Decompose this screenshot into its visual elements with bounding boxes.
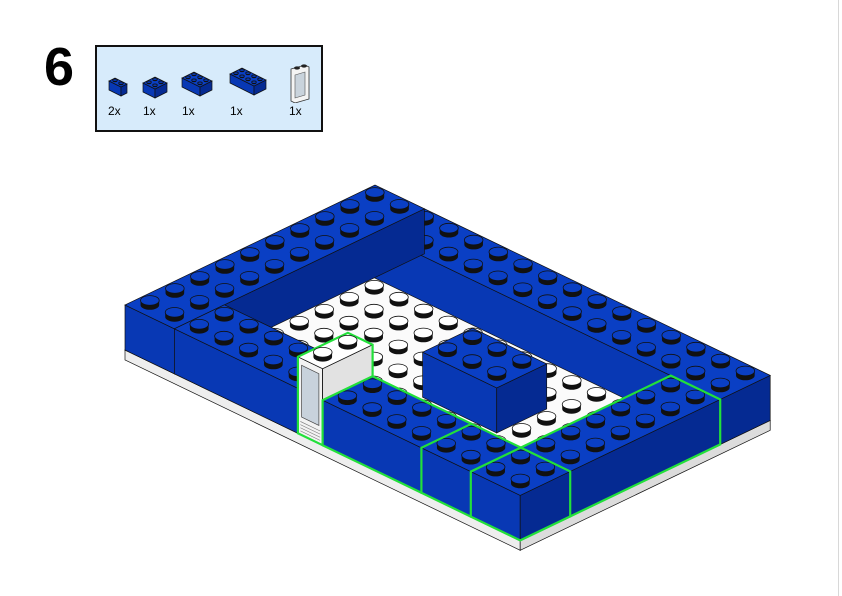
part-quantity: 1x <box>230 104 243 118</box>
brick-1x2-blue-icon <box>107 77 137 103</box>
page-edge-divider <box>838 0 839 596</box>
brick-2x3-blue-icon <box>180 69 228 103</box>
new-piece-highlight <box>469 446 572 542</box>
parts-list-callout: 2x 1x 1x 1x 1x <box>95 45 323 132</box>
brick-2x4-blue-icon <box>228 65 284 103</box>
step-number: 6 <box>44 37 75 97</box>
back-wall <box>373 208 772 445</box>
interior-wall <box>421 327 548 434</box>
door-frame-white-icon <box>288 61 312 103</box>
part-quantity: 1x <box>289 104 302 118</box>
part-quantity: 2x <box>108 104 121 118</box>
door-window <box>301 364 320 426</box>
brick-2x2-blue-icon <box>141 74 175 104</box>
part-quantity: 1x <box>143 104 156 118</box>
part-quantity: 1x <box>182 104 195 118</box>
